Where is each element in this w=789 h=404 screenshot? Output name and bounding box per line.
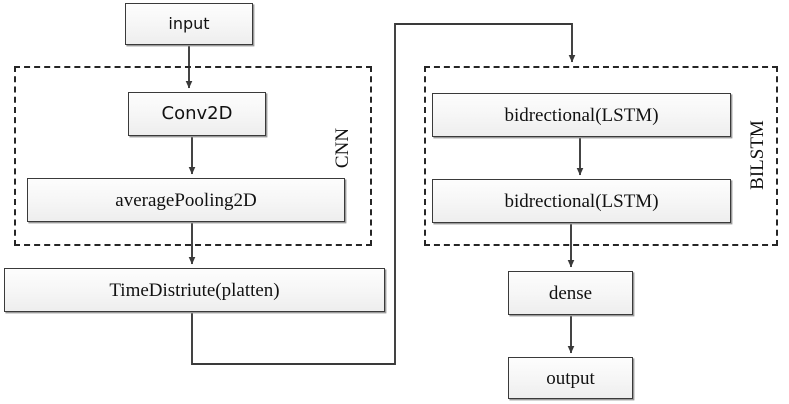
group-cnn: [14, 66, 372, 246]
node-bidirectional-lstm-1-label: bidrectional(LSTM): [504, 104, 659, 126]
node-conv2d-label: Conv2D: [161, 103, 233, 124]
node-bidirectional-lstm-1[interactable]: bidrectional(LSTM): [432, 93, 731, 137]
group-bilstm-label: BILSTM: [747, 120, 768, 190]
node-dense-label: dense: [548, 282, 593, 304]
node-output[interactable]: output: [508, 357, 633, 399]
node-time-distribute-flatten-label: TimeDistriute(platten): [109, 279, 280, 301]
edge-timedistribute-to-bilstm1: [191, 23, 576, 365]
node-conv2d[interactable]: Conv2D: [128, 92, 266, 136]
node-input-label: input: [168, 14, 210, 33]
node-bidirectional-lstm-2[interactable]: bidrectional(LSTM): [432, 179, 731, 223]
node-dense[interactable]: dense: [508, 271, 633, 315]
group-bilstm: [424, 66, 778, 246]
node-input[interactable]: input: [125, 3, 253, 45]
group-cnn-label: CNN: [332, 127, 353, 169]
node-average-pooling-2d-label: averagePooling2D: [115, 189, 257, 211]
node-average-pooling-2d[interactable]: averagePooling2D: [27, 178, 345, 222]
node-time-distribute-flatten[interactable]: TimeDistriute(platten): [4, 268, 385, 312]
node-bidirectional-lstm-2-label: bidrectional(LSTM): [504, 190, 659, 212]
node-output-label: output: [546, 367, 595, 389]
